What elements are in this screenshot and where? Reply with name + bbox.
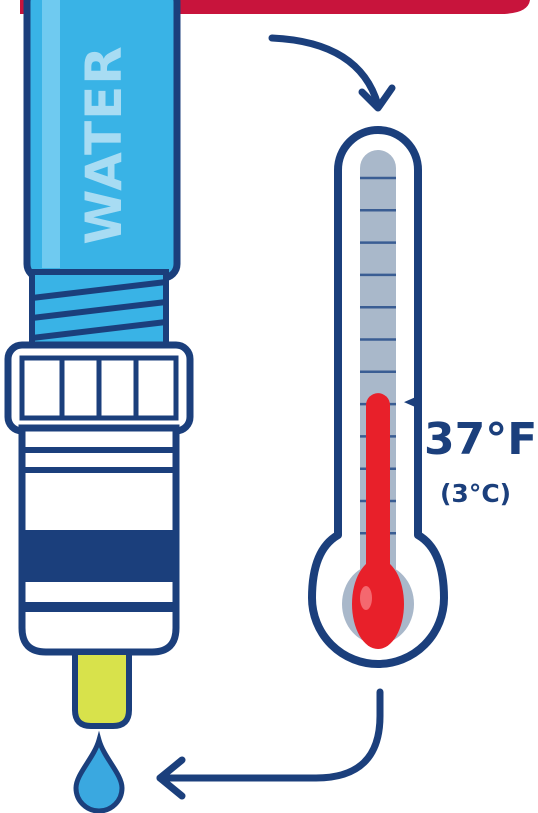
temperature-celsius: (3°C) <box>440 479 511 508</box>
thermometer <box>308 126 448 668</box>
connector-stripe <box>25 602 173 612</box>
water-drop <box>73 730 125 813</box>
nozzle-tip <box>72 649 132 729</box>
hose-highlight <box>42 0 60 268</box>
temperature-fahrenheit: 37°F <box>424 414 537 465</box>
connector-rings <box>22 447 176 473</box>
connector-band <box>25 530 173 582</box>
mercury-bulb-highlight <box>360 586 372 610</box>
thread-lines <box>31 279 167 341</box>
hose-label: WATER <box>75 45 133 244</box>
arrow-hose-to-thermometer <box>268 34 396 112</box>
mercury-column <box>366 393 390 588</box>
temperature-pointer <box>404 395 420 410</box>
arrow-thermometer-to-drop <box>156 688 384 800</box>
garden-hose: WATER <box>4 0 194 729</box>
mercury-bulb <box>352 559 404 649</box>
coupling-nut-facets <box>59 358 139 418</box>
